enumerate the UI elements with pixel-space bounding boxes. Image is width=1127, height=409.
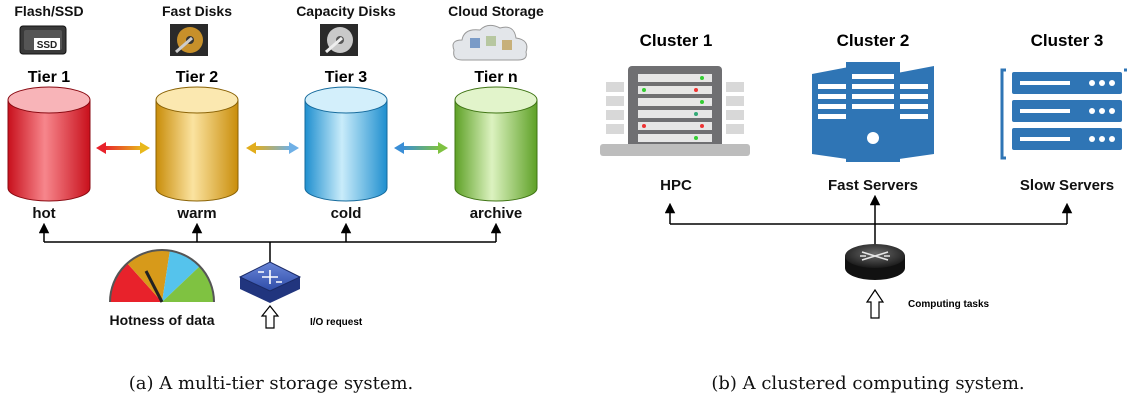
tier-3-cylinder: [304, 86, 388, 202]
io-bus: [38, 222, 502, 262]
tier-4-cylinder: [454, 86, 538, 202]
cluster-label-3: Slow Servers: [1020, 177, 1114, 194]
capacity-disk-icon: [320, 24, 358, 56]
tier-1-2-arrow: [96, 142, 150, 154]
temp-label-warm: warm: [176, 205, 216, 222]
media-label-4: Cloud Storage: [448, 3, 544, 19]
router-icon: [845, 244, 905, 280]
panel-a: Flash/SSD Fast Disks Capacity Disks Clou…: [7, 3, 544, 394]
hard-disk-icon: [170, 24, 208, 56]
io-request-label: I/O request: [310, 317, 363, 328]
gauge-label: Hotness of data: [109, 312, 214, 328]
switch-icon: [238, 261, 302, 303]
tier-title-3: Tier 3: [325, 69, 368, 86]
media-label-1: Flash/SSD: [14, 3, 83, 19]
media-label-2: Fast Disks: [162, 3, 232, 19]
cloud-storage-icon: [452, 24, 528, 61]
cluster-title-3: Cluster 3: [1031, 31, 1104, 50]
temp-label-cold: cold: [331, 205, 362, 222]
computing-tasks-arrow: [865, 288, 885, 319]
tier-title-4: Tier n: [474, 69, 517, 86]
cluster-label-2: Fast Servers: [828, 177, 918, 194]
cluster-label-1: HPC: [660, 177, 692, 194]
computing-tasks-label: Computing tasks: [908, 299, 990, 310]
caption-a: (a) A multi-tier storage system.: [129, 373, 414, 394]
fast-servers-icon: [812, 62, 934, 162]
temp-label-archive: archive: [470, 205, 523, 222]
panel-b: Cluster 1 Cluster 2 Cluster 3: [600, 31, 1127, 394]
caption-b: (b) A clustered computing system.: [711, 373, 1024, 394]
io-request-arrow: [260, 305, 280, 329]
ssd-icon-text: SSD: [37, 40, 58, 51]
tier-2-3-arrow: [246, 142, 299, 154]
hpc-rack-icon: [600, 66, 750, 156]
media-label-3: Capacity Disks: [296, 3, 396, 19]
tier-2-cylinder: [155, 86, 239, 202]
slow-servers-icon: [1000, 68, 1127, 160]
cluster-title-1: Cluster 1: [640, 31, 713, 50]
temp-label-hot: hot: [32, 205, 55, 222]
cluster-title-2: Cluster 2: [837, 31, 910, 50]
hotness-gauge: [109, 249, 215, 303]
ssd-icon: SSD: [19, 25, 67, 55]
tier-title-1: Tier 1: [28, 69, 71, 86]
tier-3-4-arrow: [394, 142, 448, 154]
tier-1-cylinder: [7, 86, 91, 202]
task-bus: [664, 194, 1073, 245]
tier-title-2: Tier 2: [176, 69, 219, 86]
